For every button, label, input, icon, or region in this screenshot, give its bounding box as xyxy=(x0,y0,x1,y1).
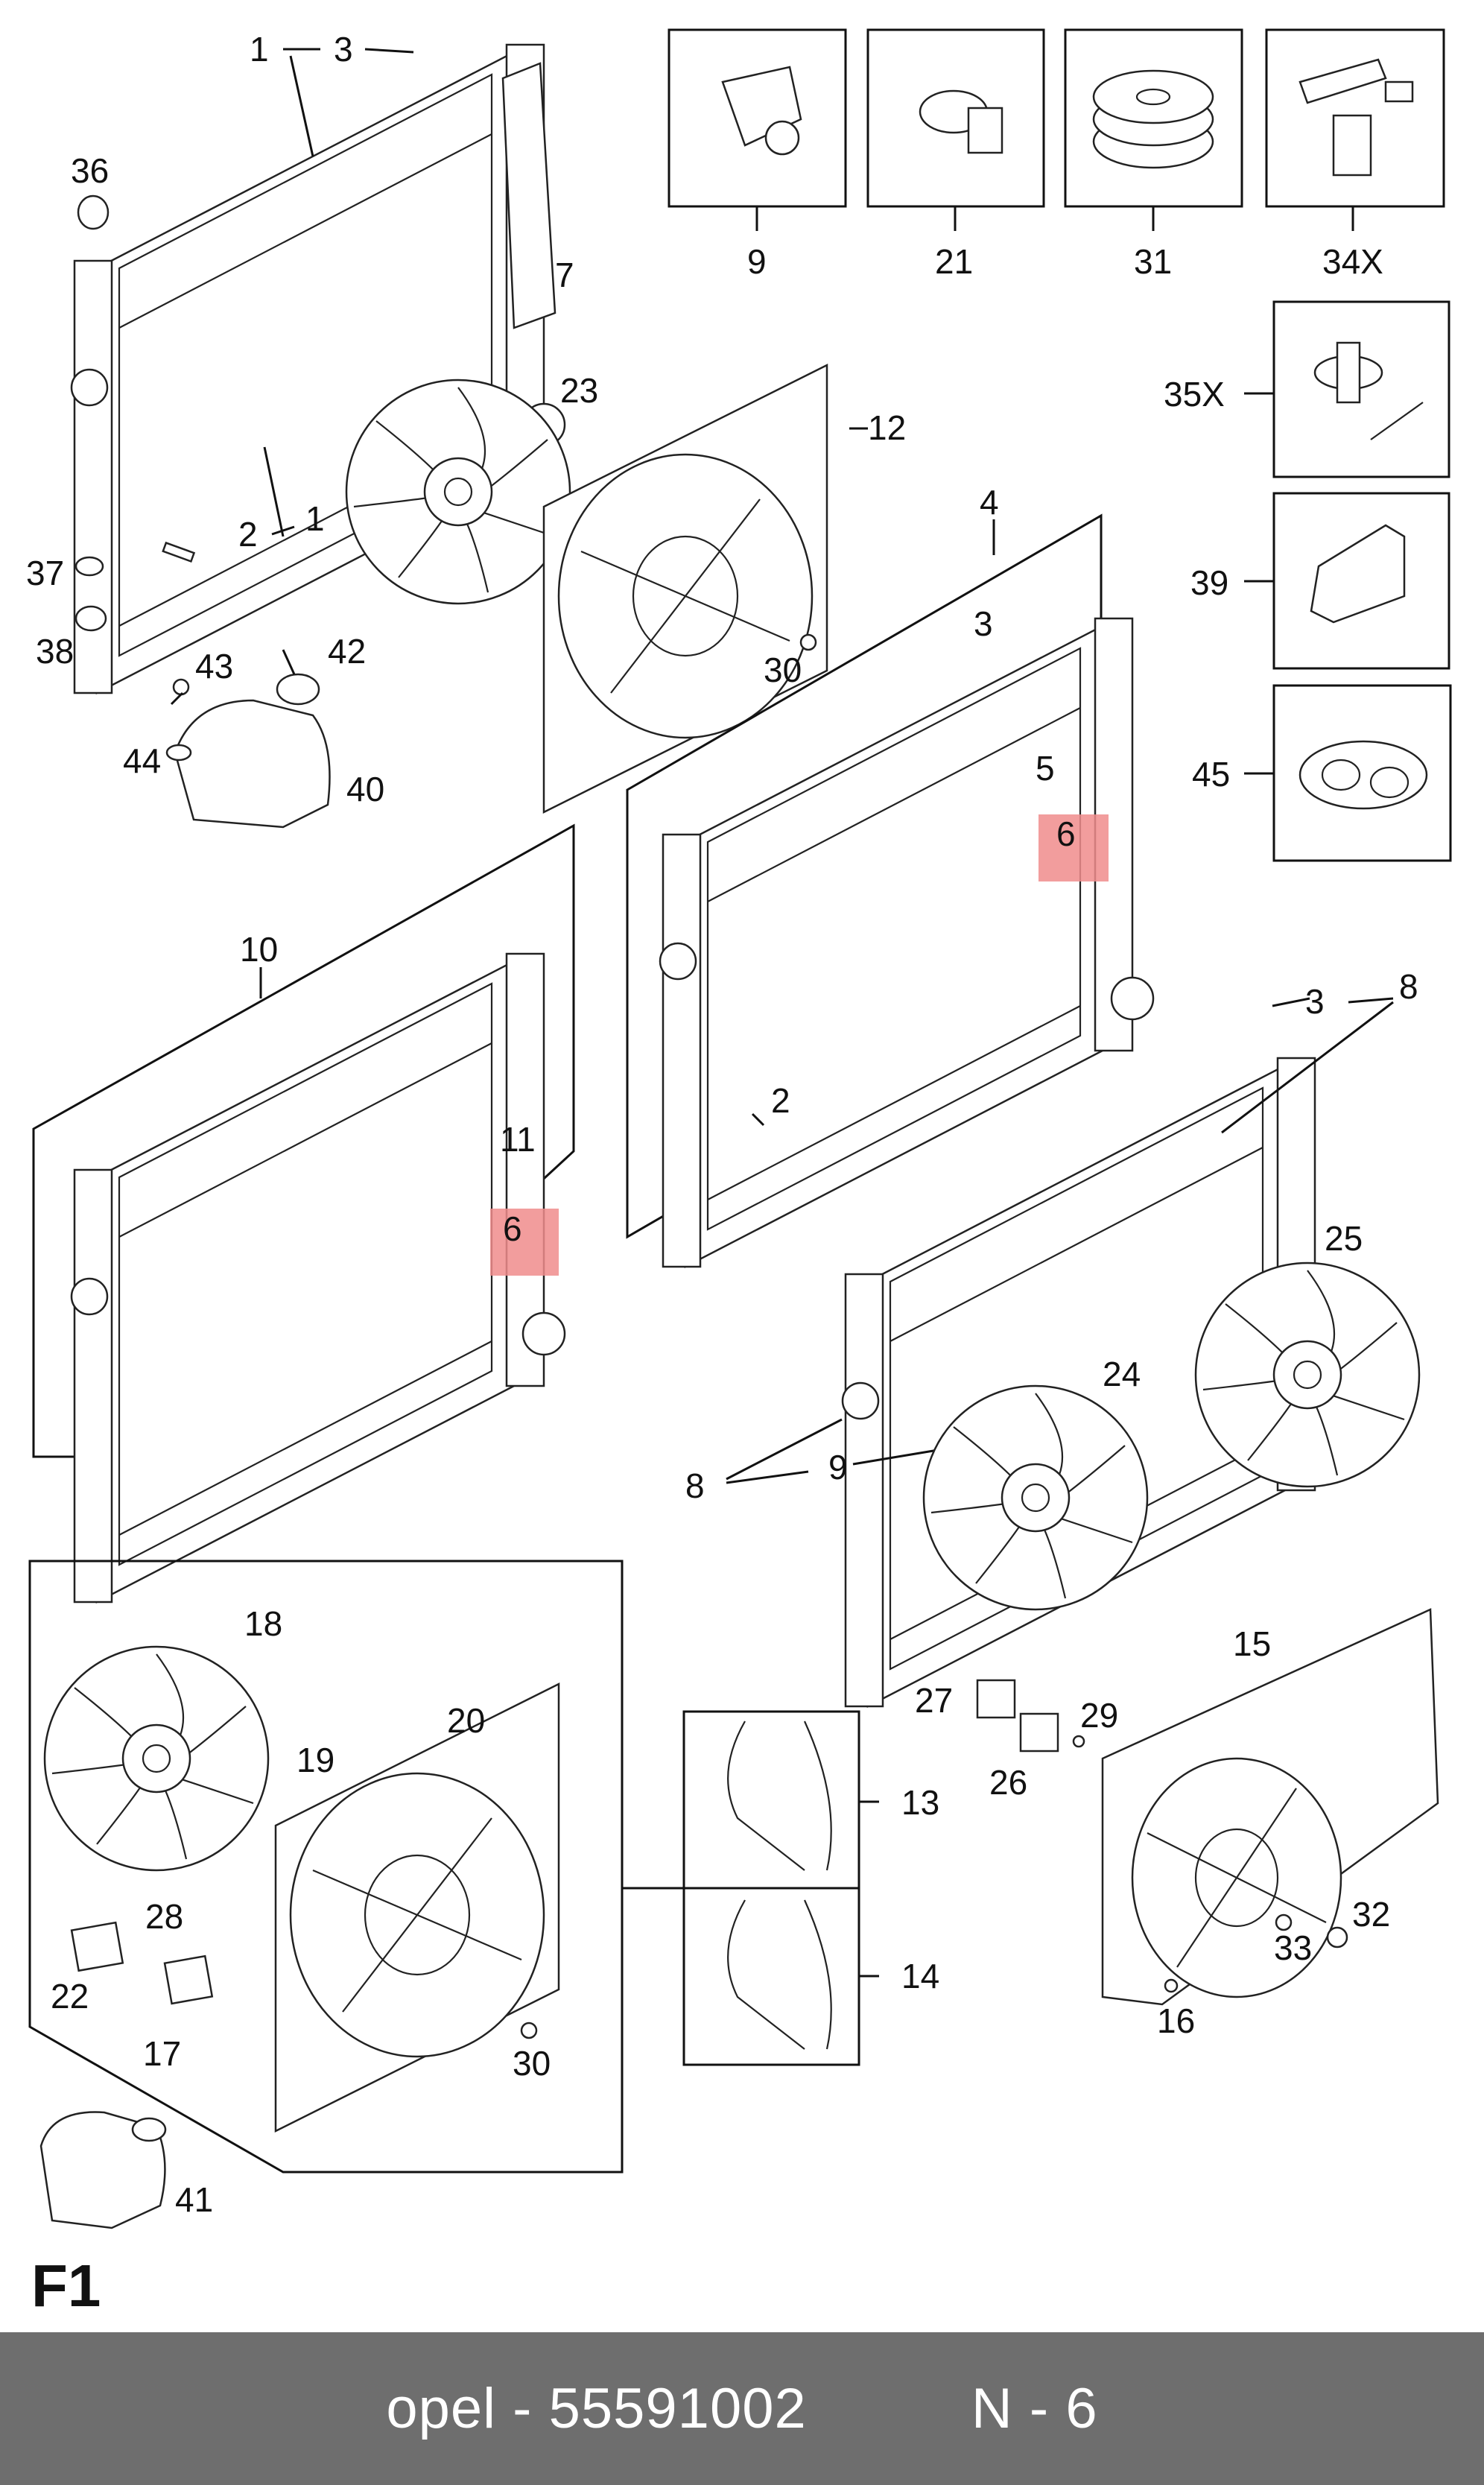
box-21: 21 xyxy=(866,28,1045,281)
callout-40: 40 xyxy=(346,770,384,808)
resistor-17 xyxy=(163,1954,214,2005)
callout-14: 14 xyxy=(901,1957,939,1995)
callout-17: 17 xyxy=(143,2034,181,2073)
callout-23: 23 xyxy=(560,371,598,410)
box-9: 9 xyxy=(668,28,847,281)
highlight-6-box4 xyxy=(1039,814,1109,881)
callout-3-box4: 3 xyxy=(974,604,993,643)
box-4: 4 3 5 6 2 xyxy=(626,483,1155,1268)
callout-15: 15 xyxy=(1233,1624,1271,1663)
callout-6-box10: 6 xyxy=(503,1209,522,1248)
callout-16: 16 xyxy=(1157,2001,1195,2040)
resistor-27 xyxy=(976,1679,1016,1719)
callout-18: 18 xyxy=(244,1604,282,1643)
callout-36: 36 xyxy=(71,151,109,190)
callout-34x: 34X xyxy=(1322,242,1383,281)
callout-2-box4: 2 xyxy=(771,1081,790,1120)
callout-30-bottom: 30 xyxy=(513,2044,551,2083)
callout-12: 12 xyxy=(868,408,906,447)
footer-brand-part: opel - 55591002 xyxy=(386,2377,807,2440)
callout-19: 19 xyxy=(297,1741,334,1779)
callout-31: 31 xyxy=(1134,242,1172,281)
callout-45: 45 xyxy=(1192,755,1230,794)
bush-37 xyxy=(74,556,104,577)
screw-29 xyxy=(1072,1735,1085,1748)
highlight-6-box10 xyxy=(490,1209,559,1276)
callout-8-bottom: 8 xyxy=(685,1466,705,1505)
callout-9-box: 9 xyxy=(747,242,767,281)
callout-44: 44 xyxy=(123,741,161,780)
callout-21: 21 xyxy=(935,242,973,281)
callout-35x: 35X xyxy=(1164,375,1225,414)
box-13: 13 xyxy=(682,1710,939,1890)
box-31: 31 xyxy=(1064,28,1243,281)
coolant-reservoir-40 xyxy=(174,699,331,829)
callout-5: 5 xyxy=(1036,749,1055,788)
callout-6-box4: 6 xyxy=(1056,814,1076,853)
callout-26: 26 xyxy=(989,1763,1027,1802)
washer-33 xyxy=(1275,1913,1293,1931)
callout-29: 29 xyxy=(1080,1696,1118,1735)
parts-diagram: 1 3 36 7 23 2 1 37 38 43 42 44 40 9 21 3… xyxy=(26,28,1452,2319)
callout-42: 42 xyxy=(328,632,366,671)
resistor-26 xyxy=(1019,1712,1059,1753)
box-14: 14 xyxy=(682,1887,939,2066)
callout-32: 32 xyxy=(1352,1895,1390,1934)
callout-27: 27 xyxy=(915,1681,953,1720)
box-10: 10 11 6 xyxy=(32,823,575,1604)
callout-2: 2 xyxy=(238,515,258,554)
clip-44 xyxy=(165,744,192,762)
box-39: 39 xyxy=(1190,492,1450,670)
callout-9: 9 xyxy=(828,1448,848,1487)
box-45: 45 xyxy=(1192,684,1452,862)
callout-3-r: 3 xyxy=(1305,982,1325,1021)
callout-20: 20 xyxy=(447,1701,485,1740)
air-deflector-7 xyxy=(501,62,556,329)
nut-32 xyxy=(1326,1926,1348,1949)
callout-3: 3 xyxy=(334,30,353,69)
callout-33: 33 xyxy=(1274,1928,1312,1967)
callout-1: 1 xyxy=(250,30,269,69)
box-35x: 35X xyxy=(1164,300,1450,478)
bolt-43 xyxy=(172,678,190,696)
callout-10: 10 xyxy=(240,930,278,969)
bush-36 xyxy=(77,194,110,230)
callout-37: 37 xyxy=(26,554,64,592)
section-label: F1 xyxy=(31,2253,101,2319)
resistor-22 xyxy=(70,1921,124,1972)
callout-28: 28 xyxy=(145,1897,183,1936)
callout-43: 43 xyxy=(195,647,233,686)
callout-1b: 1 xyxy=(305,499,325,538)
nut-30-bottom xyxy=(520,2022,538,2039)
footer-bar: opel - 55591002 N - 6 xyxy=(0,2332,1484,2485)
shroud-15 xyxy=(1101,1608,1439,2006)
callout-38: 38 xyxy=(36,632,74,671)
callout-22: 22 xyxy=(51,1977,89,2016)
reservoir-cap-41 xyxy=(131,2117,167,2142)
screw-16 xyxy=(1164,1978,1179,1993)
footer-ref: N - 6 xyxy=(971,2377,1098,2440)
temp-sensor-2 xyxy=(162,541,196,563)
box-fan-assembly: 18 19 20 28 22 17 30 xyxy=(28,1560,624,2174)
box-34x: 34X xyxy=(1265,28,1445,281)
callout-25: 25 xyxy=(1325,1219,1363,1258)
callout-41: 41 xyxy=(175,2180,213,2219)
nut-30-top xyxy=(799,633,817,651)
callout-30: 30 xyxy=(764,650,802,689)
nut-38 xyxy=(74,605,107,632)
callout-13: 13 xyxy=(901,1783,939,1822)
callout-4: 4 xyxy=(980,483,999,522)
callout-8-top: 8 xyxy=(1399,967,1418,1006)
callout-24: 24 xyxy=(1103,1355,1141,1393)
reservoir-cap-42 xyxy=(276,673,320,706)
callout-11: 11 xyxy=(500,1120,536,1159)
callout-7: 7 xyxy=(555,256,574,294)
callout-39: 39 xyxy=(1190,563,1228,602)
